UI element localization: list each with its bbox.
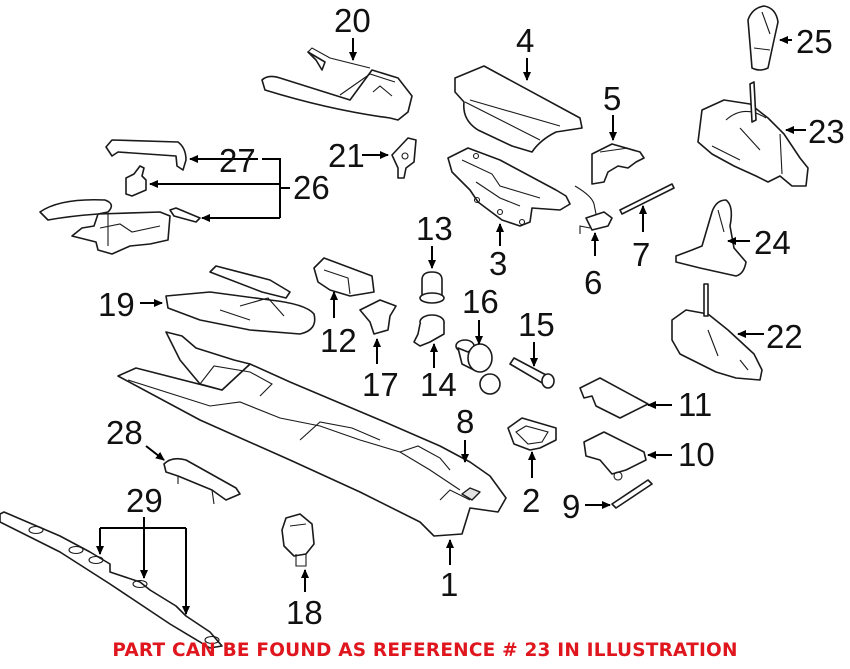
callout-22: 22 [766, 318, 803, 355]
part-17-switch [359, 299, 397, 335]
callout-24: 24 [754, 224, 791, 261]
bracket-26 [262, 158, 281, 218]
reference-note: PART CAN BE FOUND AS REFERENCE # 23 IN I… [112, 640, 738, 661]
part-29-trim-strip [0, 511, 223, 649]
callout-21: 21 [328, 137, 365, 174]
part-20-trim [261, 47, 413, 121]
part-25-shift-knob [747, 5, 779, 71]
part-22-shifter-housing [671, 283, 763, 381]
callout-9: 9 [562, 488, 580, 525]
part-6-switch-harness [574, 185, 613, 234]
callout-19: 19 [98, 286, 135, 323]
part-12-bezel [313, 257, 375, 297]
callout-16: 16 [462, 283, 499, 320]
part-13-socket [419, 271, 445, 304]
part-27-handle-grip [105, 139, 187, 171]
callout-26: 26 [293, 169, 330, 206]
callout-29: 29 [126, 482, 163, 519]
part-15-lighter [509, 357, 555, 389]
part-28-cover [163, 457, 241, 505]
callout-23: 23 [808, 113, 845, 150]
part-26-handbrake-assembly [39, 198, 201, 255]
callout-8: 8 [456, 403, 474, 440]
callout-12: 12 [320, 322, 357, 359]
part-19-trim-panel [165, 265, 316, 335]
callout-13: 13 [416, 210, 453, 247]
part-5-bracket [591, 143, 645, 185]
part-26-bracket [125, 165, 147, 197]
part-18-switch [281, 513, 315, 567]
callout-28: 28 [106, 414, 143, 451]
callout-14: 14 [420, 366, 457, 403]
callout-10: 10 [678, 436, 715, 473]
callout-5: 5 [603, 80, 621, 117]
callout-18: 18 [286, 594, 323, 631]
part-24-shift-boot [675, 199, 747, 277]
callout-11: 11 [678, 386, 712, 423]
part-7-trim-strip [619, 183, 675, 215]
callout-25: 25 [796, 23, 833, 60]
callout-7: 7 [632, 236, 650, 273]
part-1-center-console [117, 331, 507, 537]
part-4-console-lid [454, 65, 583, 153]
callout-2: 2 [522, 482, 540, 519]
callout-6: 6 [584, 264, 602, 301]
callout-17: 17 [362, 366, 399, 403]
part-9-strip [611, 479, 653, 509]
part-14-ring [413, 314, 445, 347]
callout-20: 20 [334, 2, 371, 39]
callout-1: 1 [440, 566, 458, 603]
callout-3: 3 [489, 245, 507, 282]
callout-4: 4 [516, 22, 534, 59]
part-2-tray-insert [507, 417, 557, 451]
part-21-clip [391, 137, 417, 179]
part-23-shifter-assembly [697, 81, 809, 187]
leader-28 [145, 445, 165, 461]
part-3-storage-tray [447, 147, 571, 227]
callout-27: 27 [219, 142, 256, 179]
callout-15: 15 [518, 306, 555, 343]
part-16-power-outlet [455, 339, 501, 395]
part-11-mat [579, 377, 649, 419]
part-10-mat [583, 431, 647, 481]
